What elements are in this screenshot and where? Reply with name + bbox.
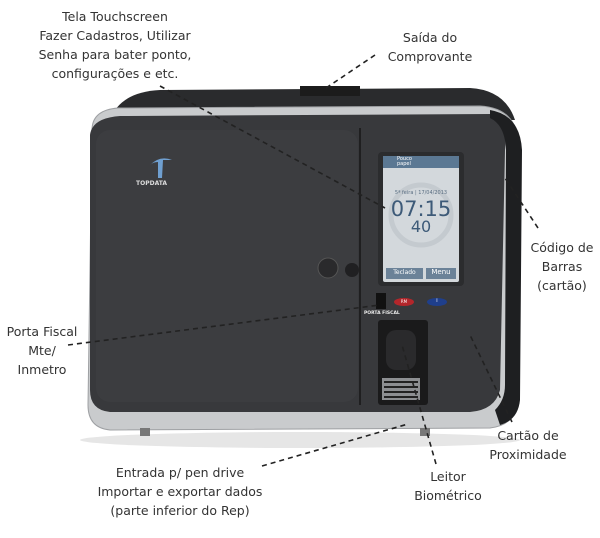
annotation-line: Inmetro	[17, 362, 67, 377]
annotation-line: Entrada p/ pen drive	[115, 465, 245, 480]
annotation-line: Biométrico	[414, 488, 482, 503]
touchscreen	[383, 156, 459, 282]
annotation-line: Leitor	[430, 469, 466, 484]
topdata-logo-icon	[150, 158, 172, 178]
annotation-line: Senha para bater ponto,	[38, 47, 192, 62]
left-panel	[96, 130, 358, 402]
info-button-label: i	[436, 298, 438, 304]
annotation-line: Código de	[530, 240, 594, 255]
annotation-proximity-card: Cartão de Proximidade	[478, 426, 578, 464]
annotation-line: Saída do	[402, 30, 458, 45]
brand-label: TOPDATA	[136, 180, 168, 187]
screen-seconds: 40	[410, 217, 432, 236]
receipt-slot	[300, 86, 360, 96]
screen-status: Pouco papel	[397, 156, 412, 167]
annotation-pen-drive: Entrada p/ pen drive Importar e exportar…	[80, 463, 280, 520]
annotation-line: Fazer Cadastros, Utilizar	[39, 28, 191, 43]
fiscal-port	[376, 293, 386, 309]
annotation-line: Cartão de	[497, 428, 559, 443]
annotation-line: Barras	[541, 259, 583, 274]
annotation-fiscal-port: Porta Fiscal Mte/ Inmetro	[0, 322, 84, 379]
annotation-line: Importar e exportar dados	[97, 484, 263, 499]
menu-button[interactable]: Menu	[431, 268, 451, 276]
red-button	[394, 298, 414, 306]
annotation-biometric-reader: Leitor Biométrico	[403, 467, 493, 505]
info-button	[427, 298, 447, 306]
leader-lines	[67, 54, 539, 467]
annotation-line: Porta Fiscal	[6, 324, 78, 339]
screen-date: 5ª feira | 17/04/2013	[394, 190, 448, 196]
annotation-barcode: Código de Barras (cartão)	[522, 238, 600, 295]
annotation-receipt-output: Saída do Comprovante	[375, 28, 485, 66]
annotation-line: Proximidade	[489, 447, 567, 462]
annotation-touchscreen: Tela Touchscreen Fazer Cadastros, Utiliz…	[10, 7, 220, 83]
annotation-line: Tela Touchscreen	[62, 9, 168, 24]
annotation-line: Mte/	[28, 343, 56, 358]
annotation-line: (parte inferior do Rep)	[110, 503, 250, 518]
keyboard-button[interactable]: Teclado	[393, 269, 416, 276]
annotation-line: configurações e etc.	[51, 66, 179, 81]
screen-time: 07:15	[390, 197, 452, 221]
annotation-line: Comprovante	[387, 49, 473, 64]
annotation-line: (cartão)	[537, 278, 587, 293]
red-button-label: RM	[400, 299, 408, 304]
port-label: PORTA FISCAL	[364, 311, 400, 316]
